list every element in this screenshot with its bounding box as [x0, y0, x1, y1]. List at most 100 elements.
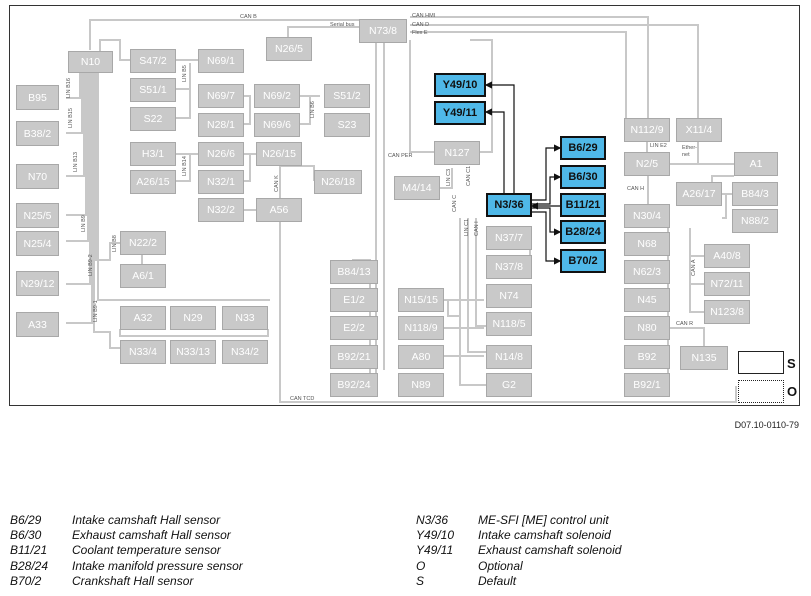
legend-description: Intake camshaft Hall sensor: [72, 513, 221, 527]
component-n88-2: N88/2: [732, 209, 778, 233]
component-s51-2: S51/2: [324, 84, 370, 108]
wire-label: LIN C3: [446, 168, 452, 186]
component-n135: N135: [680, 346, 728, 370]
component-n127: N127: [434, 141, 480, 165]
component-b92-1: B92/1: [624, 373, 670, 397]
component-n74: N74: [486, 284, 532, 308]
bus-wires: [66, 16, 737, 403]
component-n69-2: N69/2: [254, 84, 300, 108]
component-b84-13: B84/13: [330, 260, 378, 284]
component-n25-4: N25/4: [16, 231, 59, 256]
component-y49-11: Y49/11: [434, 101, 486, 125]
component-n10: N10: [68, 51, 113, 73]
legend-code: S: [416, 574, 425, 588]
component-a56: A56: [256, 198, 302, 222]
component-n15-15: N15/15: [398, 288, 444, 312]
component-n26-15: N26/15: [256, 142, 302, 166]
component-x11-4: X11/4: [676, 118, 722, 142]
component-n123-8: N123/8: [704, 300, 750, 324]
legend-description: Intake manifold pressure sensor: [72, 559, 243, 573]
legend-description: Crankshaft Hall sensor: [72, 574, 194, 588]
component-n30-4: N30/4: [624, 204, 670, 228]
component-n118-5: N118/5: [486, 312, 532, 336]
component-h3-1: H3/1: [130, 142, 176, 166]
legend-description: ME-SFI [ME] control unit: [478, 513, 609, 527]
wire-label: LIN B9-2: [88, 254, 94, 276]
component-s22: S22: [130, 107, 176, 131]
wire-label: CAN K: [274, 175, 280, 192]
component-n37-7: N37/7: [486, 226, 532, 250]
component-e1-2: E1/2: [330, 288, 378, 312]
component-n69-1: N69/1: [198, 49, 244, 73]
wire-label: Serial bus: [330, 22, 355, 28]
component-n2-5: N2/5: [624, 152, 670, 176]
component-b6-29: B6/29: [560, 136, 606, 160]
component-b95: B95: [16, 85, 59, 110]
legend-description: Intake camshaft solenoid: [478, 528, 611, 542]
optional-symbol-label: O: [787, 384, 798, 399]
component-n34-2: N34/2: [222, 340, 268, 364]
component-n69-6: N69/6: [254, 113, 300, 137]
component-b92-24: B92/24: [330, 373, 378, 397]
component-s23: S23: [324, 113, 370, 137]
wire-label: LIN B5: [182, 65, 188, 82]
component-n29-12: N29/12: [16, 271, 59, 296]
wire-label: LIN B9: [81, 215, 87, 232]
legend-description: Optional: [478, 559, 523, 573]
legend-code: Y49/11: [416, 543, 454, 557]
wire-label: LIN B8: [112, 235, 118, 252]
legend-code: B28/24: [10, 559, 49, 573]
component-n25-5: N25/5: [16, 203, 59, 228]
component-e2-2: E2/2: [330, 316, 378, 340]
component-a26-17: A26/17: [676, 182, 722, 206]
legend-description: Default: [478, 574, 517, 588]
legend-description: Coolant temperature sensor: [72, 543, 221, 557]
wire-label: CAN B: [240, 14, 257, 20]
default-symbol-label: S: [787, 356, 796, 371]
component-b6-30: B6/30: [560, 165, 606, 189]
component-n118-9: N118/9: [398, 316, 444, 340]
wire-label: CAN H: [627, 186, 645, 192]
wire-label: LIN B15: [68, 108, 74, 128]
component-n68: N68: [624, 232, 670, 256]
component-y49-10: Y49/10: [434, 73, 486, 97]
wire-label: net: [682, 152, 690, 158]
component-b70-2: B70/2: [560, 249, 606, 273]
wire-label: CAN PER: [388, 153, 413, 159]
wire-label: CAN TCD: [290, 396, 315, 402]
component-n70: N70: [16, 164, 59, 189]
component-n62-3: N62/3: [624, 260, 670, 284]
wire-label: CAN C: [452, 194, 458, 212]
wire-label: CAN D: [412, 22, 430, 28]
component-n29: N29: [170, 306, 216, 330]
component-n80: N80: [624, 316, 670, 340]
component-n26-5: N26/5: [266, 37, 312, 61]
component-n73-8: N73/8: [359, 19, 407, 43]
wire-label: LIN B6: [310, 101, 316, 118]
component-n72-11: N72/11: [704, 272, 750, 296]
wire-label: LIN E2: [650, 143, 667, 149]
legend-description: Exhaust camshaft Hall sensor: [72, 528, 231, 542]
component-a33: A33: [16, 312, 59, 337]
component-n3-36: N3/36: [486, 193, 532, 217]
legend-code: O: [416, 559, 426, 573]
component-n89: N89: [398, 373, 444, 397]
document-id: D07.10-0110-79: [734, 420, 799, 430]
wire-label: LIN B13: [73, 152, 79, 172]
component-n28-1: N28/1: [198, 113, 244, 137]
wire-label: LIN B9-1: [93, 300, 99, 322]
component-a1: A1: [734, 152, 778, 176]
component-a40-8: A40/8: [704, 244, 750, 268]
component-a32: A32: [120, 306, 166, 330]
legend-code: N3/36: [416, 513, 449, 527]
component-b38-2: B38/2: [16, 121, 59, 146]
wire-label: LIN C1: [464, 218, 470, 236]
wire-label: CAN A: [691, 259, 697, 276]
legend-code: Y49/10: [416, 528, 455, 542]
component-n33-4: N33/4: [120, 340, 166, 364]
legend-code: B6/30: [10, 528, 42, 542]
wire-label: CAN I: [474, 221, 480, 236]
component-n14-8: N14/8: [486, 345, 532, 369]
component-g2: G2: [486, 373, 532, 397]
signal-wires: [484, 81, 562, 265]
